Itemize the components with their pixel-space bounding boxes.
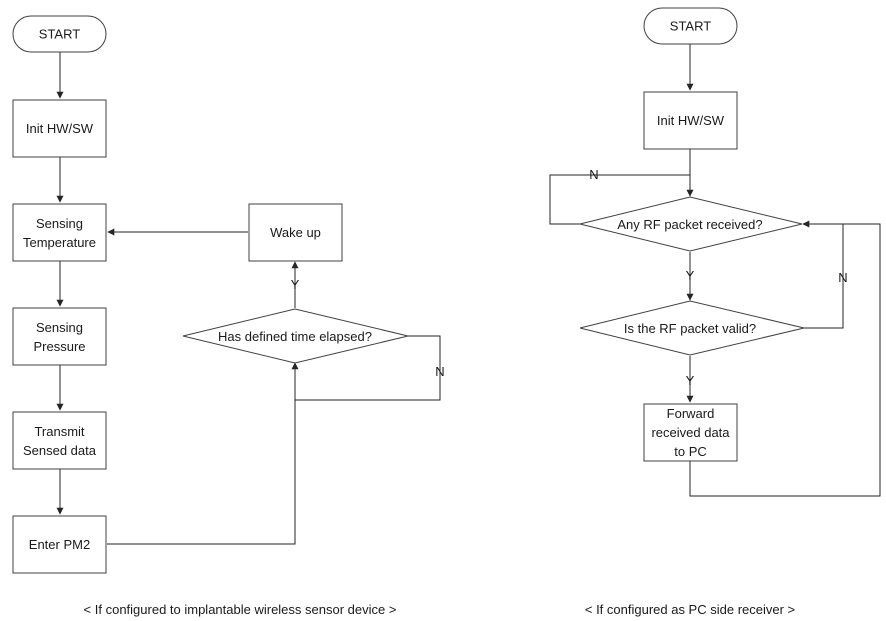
init-process-right — [643, 91, 738, 150]
rf-valid-label: Is the RF packet valid? — [624, 321, 756, 336]
transmit-line2: Sensed data — [23, 443, 97, 458]
yes-label-time: Y — [291, 277, 300, 292]
edge-decision-no-loop — [295, 335, 441, 401]
sensing-pressure-line2: Pressure — [33, 339, 85, 354]
no-label-time: N — [435, 364, 444, 379]
sensing-pressure-process — [12, 307, 107, 366]
forward-line3: to PC — [674, 444, 707, 459]
transmit-process — [12, 411, 107, 470]
right-caption: < If configured as PC side receiver > — [585, 602, 795, 617]
time-elapsed-label: Has defined time elapsed? — [218, 329, 372, 344]
rf-valid-decision — [579, 300, 805, 356]
rf-received-decision — [579, 196, 803, 252]
yes-label-valid: Y — [686, 373, 695, 388]
yes-label-rf: Y — [686, 268, 695, 283]
transmit-line1: Transmit — [34, 424, 84, 439]
start-label: START — [39, 27, 80, 42]
sensing-pressure-line1: Sensing — [36, 320, 83, 335]
sensing-temperature-line1: Sensing — [36, 216, 83, 231]
left-flowchart: START Init HW/SW Sensing Temperature Sen… — [12, 15, 445, 617]
forward-process — [643, 403, 738, 462]
wake-up-process — [248, 203, 343, 262]
init-process — [12, 99, 107, 158]
left-caption: < If configured to implantable wireless … — [84, 602, 397, 617]
edge-rf-no-loop — [549, 174, 690, 225]
init-label-right: Init HW/SW — [657, 113, 725, 128]
init-label: Init HW/SW — [26, 121, 94, 136]
edge-forward-loop — [689, 223, 881, 497]
sensing-temperature-line2: Temperature — [23, 235, 96, 250]
time-elapsed-decision — [182, 308, 409, 364]
enter-pm2-label: Enter PM2 — [29, 537, 90, 552]
forward-line2: received data — [651, 425, 730, 440]
enter-pm2-process — [12, 515, 107, 574]
start-terminator-right — [643, 7, 738, 45]
no-label-rf: N — [589, 167, 598, 182]
edge-pm2-to-decision — [107, 362, 299, 545]
right-flowchart: START Init HW/SW Any RF packet received?… — [549, 7, 881, 617]
start-label-right: START — [670, 19, 711, 34]
start-terminator — [12, 15, 107, 53]
edge-valid-no-loop — [802, 220, 844, 329]
sensing-temperature-process — [12, 203, 107, 262]
forward-line1: Forward — [667, 406, 715, 421]
no-label-valid: N — [838, 270, 847, 285]
rf-received-label: Any RF packet received? — [617, 217, 762, 232]
wake-up-label: Wake up — [270, 225, 321, 240]
